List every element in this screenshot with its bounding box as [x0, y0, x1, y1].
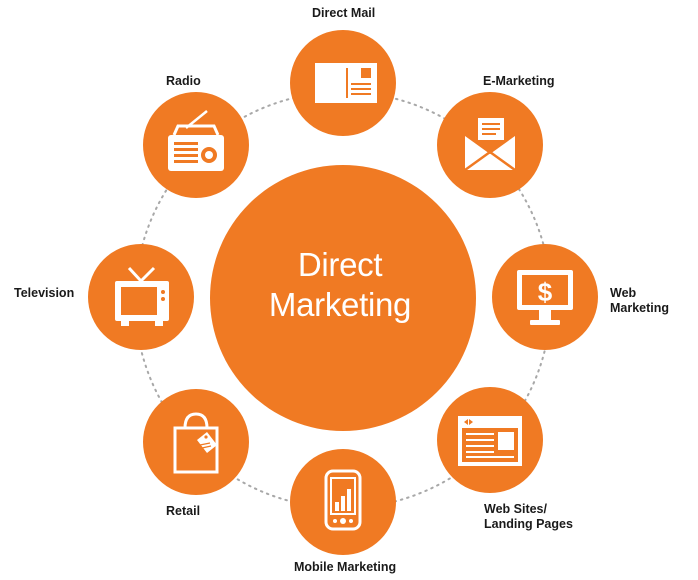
monitor-dollar-icon: $ [517, 270, 573, 325]
postcard-icon [315, 63, 377, 103]
browser-window-icon [458, 416, 522, 466]
label-direct-mail-text: Direct Mail [312, 6, 376, 20]
svg-text:$: $ [538, 277, 553, 307]
label-e-marketing-text: E-Marketing [483, 74, 555, 88]
label-radio-text: Radio [166, 74, 201, 88]
label-radio: Radio [166, 74, 201, 89]
center-title-line2: Marketing [268, 286, 412, 323]
envelope-icon [464, 118, 516, 172]
node-radio [143, 92, 249, 198]
label-television: Television [14, 286, 74, 301]
label-retail-text: Retail [166, 504, 201, 518]
label-web-sites: Web Sites/ Landing Pages [484, 502, 573, 532]
label-mobile-marketing: Mobile Marketing [294, 560, 396, 575]
label-direct-mail: Direct Mail [312, 6, 375, 21]
center-title-line1: Direct [297, 246, 383, 283]
mobile-phone-icon [324, 469, 362, 531]
label-television-text: Television [14, 286, 75, 300]
node-e-marketing [437, 92, 543, 198]
label-web-marketing-line2: Marketing [610, 301, 670, 315]
node-web-marketing: $ [492, 244, 598, 350]
node-direct-mail [290, 30, 396, 136]
television-icon [115, 266, 169, 326]
label-web-sites-line1: Web Sites/ [484, 502, 547, 516]
label-e-marketing: E-Marketing [483, 74, 555, 89]
shopping-bag-icon [173, 412, 219, 474]
node-television [88, 244, 194, 350]
node-retail [143, 389, 249, 495]
center-title: Direct Marketing [210, 245, 470, 325]
label-web-marketing: Web Marketing [610, 286, 669, 316]
label-mobile-marketing-text: Mobile Marketing [294, 560, 397, 574]
node-mobile-marketing [290, 449, 396, 555]
node-web-sites [437, 387, 543, 493]
label-retail: Retail [166, 504, 200, 519]
label-web-marketing-line1: Web [610, 286, 637, 300]
label-web-sites-line2: Landing Pages [484, 517, 573, 531]
center-circle [210, 165, 476, 431]
radio-icon [168, 110, 224, 171]
